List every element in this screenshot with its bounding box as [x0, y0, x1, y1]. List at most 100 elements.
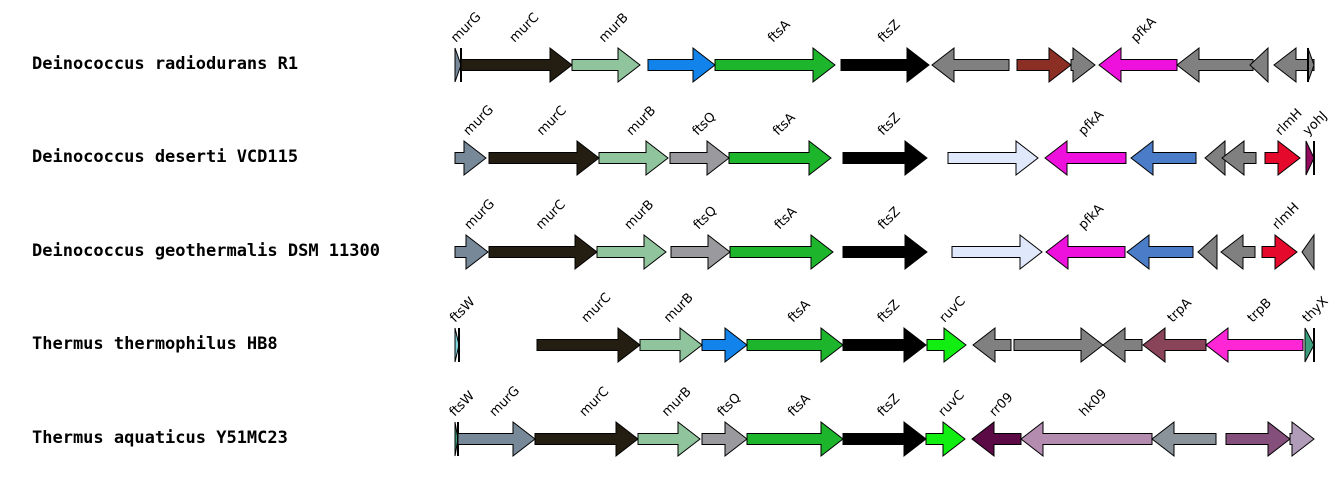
gene-arrow-murB — [637, 420, 701, 458]
gene-label: murB — [624, 103, 659, 138]
gene-arrow — [972, 326, 1012, 364]
gene-arrow-rlmH — [1261, 233, 1298, 271]
gene-label: ftsW — [447, 295, 478, 326]
gene-label: ftsZ — [875, 110, 903, 138]
gene-label: pfkA — [1076, 107, 1107, 138]
gene-arrow — [951, 233, 1043, 271]
gene-arrow-murB — [639, 326, 703, 364]
gene-arrow-ftsQ — [670, 233, 731, 271]
gene-arrow-murB — [571, 46, 641, 84]
gene-arrow-ftsQ — [701, 420, 748, 458]
gene-label: murG — [462, 197, 498, 233]
gene-arrow-ftsQ — [669, 139, 730, 177]
gene-label: ftsQ — [715, 391, 744, 420]
gene-label: ruvC — [937, 294, 969, 326]
gene-label: murG — [448, 10, 484, 46]
gene-label: rr09 — [987, 390, 1017, 420]
organism-label: Thermus aquaticus Y51MC23 — [32, 428, 288, 448]
gene-arrow-trpB — [1205, 326, 1304, 364]
gene-arrow — [1126, 233, 1194, 271]
gene-label: murC — [533, 197, 569, 233]
gene-arrow-ftsW — [454, 421, 459, 457]
gene-arrow-ftsZ — [840, 46, 930, 84]
gene-arrow-murG — [454, 47, 462, 83]
gene-label: murB — [596, 10, 631, 45]
gene-label: rlmH — [1273, 106, 1306, 139]
gene-arrow — [1070, 46, 1096, 84]
gene-arrow-murC — [534, 420, 639, 458]
gene-arrow-ftsA — [746, 326, 844, 364]
gene-arrow-pfkA — [1098, 46, 1178, 84]
gene-arrow-ftsZ — [842, 420, 927, 458]
gene-arrow — [1130, 139, 1197, 177]
gene-arrow-rr09 — [971, 420, 1022, 458]
gene-arrow-pfkA — [1044, 139, 1127, 177]
gene-arrow — [1249, 46, 1269, 84]
gene-arrow-ruvC — [925, 420, 966, 458]
gene-arrow-pfkA — [1045, 233, 1126, 271]
gene-arrow-ftsA — [714, 46, 836, 84]
gene-arrow — [1220, 233, 1256, 271]
gene-label: ftsA — [770, 110, 798, 138]
gene-label: ftsA — [765, 17, 793, 45]
gene-arrow — [1197, 233, 1218, 271]
gene-arrow — [1176, 46, 1254, 84]
gene-label: ftsZ — [875, 17, 903, 45]
organism-label: Deinococcus geothermalis DSM 11300 — [32, 241, 380, 261]
gene-label: pfkA — [1128, 14, 1159, 45]
gene-arrow — [1225, 420, 1291, 458]
gene-arrow-murC — [488, 139, 600, 177]
gene-label: ftsQ — [691, 204, 720, 233]
organism-label: Deinococcus radiodurans R1 — [32, 54, 299, 74]
gene-label: thyX — [1300, 294, 1330, 326]
gene-arrow-murB — [598, 139, 669, 177]
gene-arrow-ftsW — [454, 327, 460, 363]
gene-label: trpB — [1245, 296, 1275, 326]
gene-arrow-murG — [457, 420, 536, 458]
gene-label: murB — [659, 384, 694, 419]
gene-label: ftsA — [785, 391, 813, 419]
gene-arrow-yohJ — [1305, 140, 1315, 176]
gene-arrow-ftsA — [728, 139, 832, 177]
gene-arrow-murC — [488, 233, 598, 271]
gene-arrow — [947, 139, 1039, 177]
gene-arrow — [1204, 139, 1226, 177]
gene-label: murC — [577, 384, 613, 420]
gene-arrow — [701, 326, 748, 364]
gene-arrow-ftsZ — [842, 326, 927, 364]
gene-arrow — [1013, 326, 1104, 364]
organism-label: Deinococcus deserti VCD115 — [32, 147, 299, 167]
gene-label: trpA — [1165, 296, 1195, 326]
gene-label: ftsZ — [875, 297, 903, 325]
gene-arrow-ftsA — [746, 420, 844, 458]
gene-label: ruvC — [936, 388, 968, 420]
gene-label: ftsZ — [875, 204, 903, 232]
gene-arrow-murC — [460, 46, 573, 84]
gene-arrow — [1151, 420, 1217, 458]
gene-arrow — [1102, 326, 1143, 364]
gene-arrow-ftsZ — [842, 233, 928, 271]
gene-label: murG — [487, 384, 523, 420]
gene-label: ftsA — [785, 297, 813, 325]
gene-arrow-murB — [596, 233, 667, 271]
gene-arrow-murC — [536, 326, 641, 364]
gene-arrow — [1221, 139, 1257, 177]
organism-label: Thermus thermophilus HB8 — [32, 334, 278, 354]
gene-label: murC — [534, 103, 570, 139]
gene-label: ftsZ — [875, 391, 903, 419]
gene-arrow — [1301, 233, 1315, 271]
gene-label: ftsA — [772, 204, 800, 232]
gene-arrow-murG — [454, 139, 487, 177]
gene-label: murG — [461, 103, 497, 139]
gene-label: murB — [661, 290, 696, 325]
gene-label: rlmH — [1270, 200, 1303, 233]
gene-arrow-ftsA — [729, 233, 834, 271]
gene-label: hk09 — [1077, 386, 1110, 419]
gene-arrow — [1289, 420, 1315, 458]
gene-label: murB — [622, 197, 657, 232]
